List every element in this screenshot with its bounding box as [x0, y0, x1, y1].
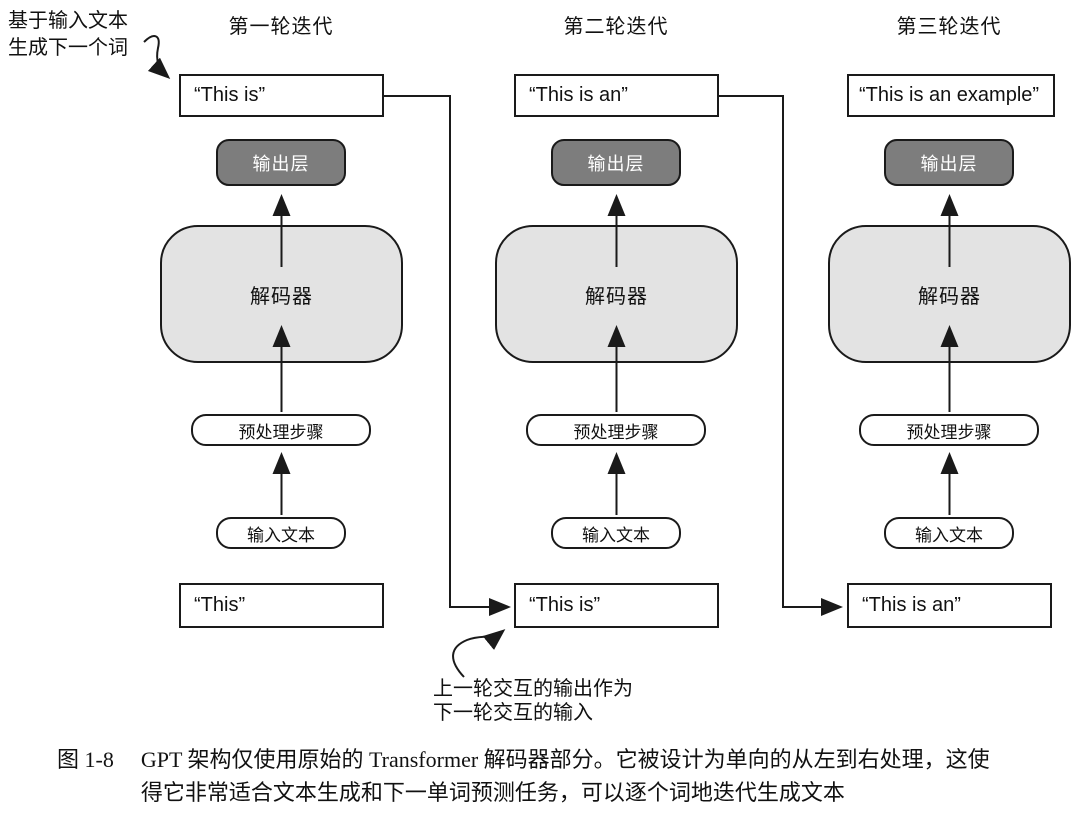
figure-caption-text: GPT 架构仅使用原始的 Transformer 解码器部分。它被设计为单向的从…: [141, 743, 990, 809]
caption-line-1: GPT 架构仅使用原始的 Transformer 解码器部分。它被设计为单向的从…: [140, 747, 990, 772]
caption-line-2: 得它非常适合文本生成和下一单词预测任务，可以逐个词地迭代生成文本: [140, 780, 845, 805]
annotation-line: 生成下一个词: [8, 37, 128, 59]
preprocess-box: 预处理步骤: [191, 414, 371, 446]
output-text: “This is”: [194, 84, 266, 106]
input-text: “This is an”: [862, 594, 961, 616]
output-layer-box: 输出层: [551, 139, 681, 186]
decoder-box: 解码器: [495, 225, 738, 363]
figure-caption-label: 图 1-8: [57, 747, 114, 772]
output-text: “This is an example”: [859, 84, 1040, 106]
input-text-box: “This is an”: [847, 583, 1052, 628]
output-text-box: “This is”: [179, 74, 384, 117]
annotation-line: 上一轮交互的输出作为: [433, 678, 633, 700]
annotation-generate-next-word: 基于输入文本 生成下一个词: [8, 8, 128, 62]
output-text: “This is an”: [529, 84, 628, 106]
figure-caption: 图 1-8 GPT 架构仅使用原始的 Transformer 解码器部分。它被设…: [57, 743, 990, 809]
input-text: “This is”: [529, 594, 601, 616]
output-layer-box: 输出层: [216, 139, 346, 186]
output-layer-box: 输出层: [884, 139, 1014, 186]
iteration-column-3: 第三轮迭代 “This is an example” 输出层 解码器 预处理步骤…: [824, 0, 1074, 660]
annotation-previous-output-as-input: 上一轮交互的输出作为 下一轮交互的输入: [433, 677, 633, 725]
decoder-box: 解码器: [828, 225, 1071, 363]
column-title: 第二轮迭代: [563, 16, 669, 38]
preprocess-box: 预处理步骤: [526, 414, 706, 446]
input-text: “This”: [194, 594, 246, 616]
column-title: 第三轮迭代: [896, 16, 1002, 38]
annotation-line: 基于输入文本: [8, 10, 128, 32]
column-title: 第一轮迭代: [228, 16, 334, 38]
input-text-label-box: 输入文本: [216, 517, 346, 549]
annotation-line: 下一轮交互的输入: [433, 702, 593, 724]
input-text-box: “This”: [179, 583, 384, 628]
input-text-label-box: 输入文本: [884, 517, 1014, 549]
iteration-column-2: 第二轮迭代 “This is an” 输出层 解码器 预处理步骤 输入文本 “T…: [491, 0, 741, 660]
iteration-column-1: 第一轮迭代 “This is” 输出层 解码器 预处理步骤 输入文本 “This…: [156, 0, 406, 660]
output-text-box: “This is an”: [514, 74, 719, 117]
input-text-label-box: 输入文本: [551, 517, 681, 549]
decoder-box: 解码器: [160, 225, 403, 363]
output-text-box: “This is an example”: [847, 74, 1055, 117]
preprocess-box: 预处理步骤: [859, 414, 1039, 446]
input-text-box: “This is”: [514, 583, 719, 628]
